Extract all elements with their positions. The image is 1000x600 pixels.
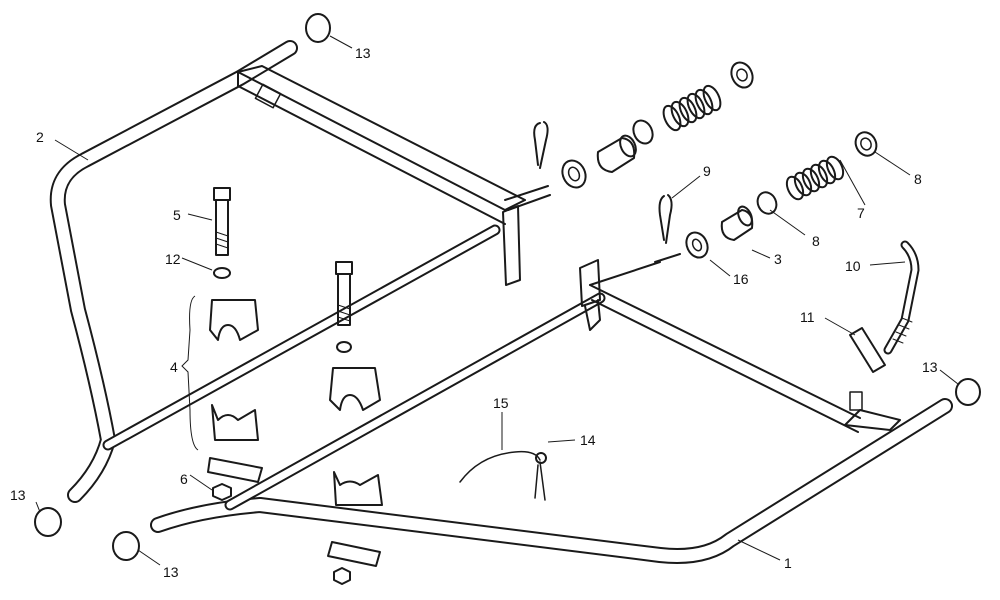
nut-part-6	[212, 483, 232, 501]
callout-1: 1	[784, 555, 792, 571]
callout-13-right: 13	[922, 359, 938, 375]
cable-part-15	[459, 450, 541, 483]
frame-part-1	[150, 253, 953, 564]
spring-assembly-lower	[658, 131, 878, 259]
callout-5: 5	[173, 207, 181, 223]
cotter-pin-part-9	[658, 194, 673, 244]
washer-part-8-upper	[854, 131, 878, 157]
cap-part-13-right	[955, 378, 981, 406]
callout-6: 6	[180, 471, 188, 487]
washer-part-8-lower	[756, 191, 778, 215]
washer-part-12	[213, 267, 231, 279]
callout-11: 11	[800, 309, 815, 325]
callout-3: 3	[774, 251, 782, 267]
clamp-assembly-right	[327, 367, 383, 567]
callout-14: 14	[580, 432, 596, 448]
clamp-assembly-left	[207, 299, 263, 483]
callout-13-top: 13	[355, 45, 371, 61]
callout-2: 2	[36, 129, 44, 145]
callout-10: 10	[845, 258, 861, 274]
callout-8-upper: 8	[914, 171, 922, 187]
callout-9: 9	[703, 163, 711, 179]
bolt-right	[335, 261, 353, 326]
plate-part-11	[849, 327, 886, 373]
bushing-part-3	[720, 209, 754, 241]
nut-lower	[333, 567, 351, 585]
washer-part-16	[685, 231, 709, 259]
callout-4: 4	[170, 359, 178, 375]
spring-part-7	[785, 155, 845, 201]
callout-13-bottom: 13	[163, 564, 179, 580]
tag-part-14	[535, 452, 547, 464]
callout-15: 15	[493, 395, 509, 411]
frame-part-2	[49, 40, 551, 503]
group-brace-4	[181, 295, 199, 451]
cap-part-13-left	[34, 507, 62, 537]
callout-8-lower: 8	[812, 233, 820, 249]
callout-7: 7	[857, 205, 865, 221]
callout-16: 16	[733, 271, 749, 287]
washer-right	[336, 341, 352, 353]
spring-assembly-upper	[533, 61, 754, 189]
leader-lines	[35, 35, 959, 566]
callout-13-left: 13	[10, 487, 26, 503]
callout-12: 12	[165, 251, 181, 267]
bolt-part-5	[213, 187, 231, 256]
lever-part-10	[883, 240, 920, 355]
cap-part-13-top	[305, 13, 331, 43]
cable-end	[534, 461, 546, 501]
cap-part-13-bottom	[112, 531, 140, 561]
